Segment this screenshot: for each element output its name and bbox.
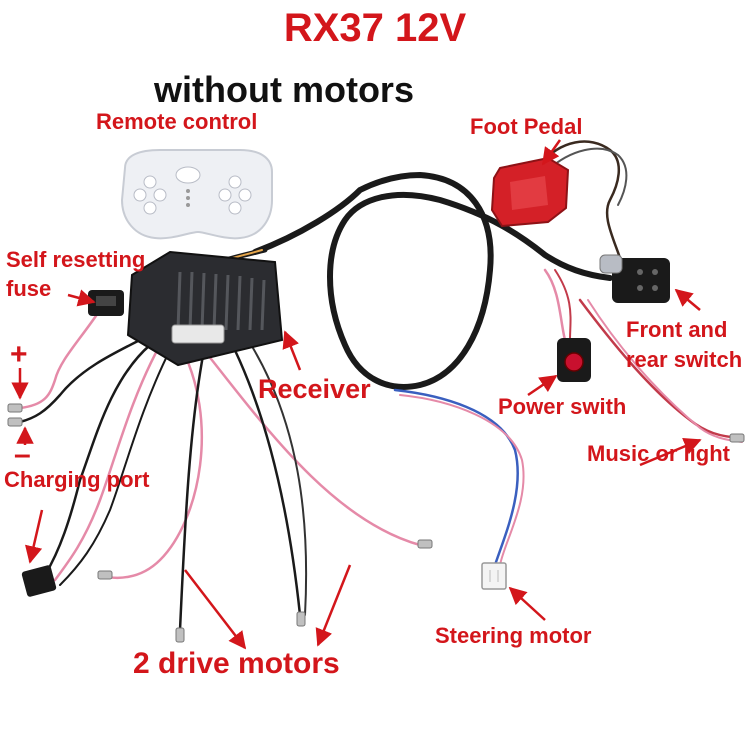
pedal-wire	[538, 140, 622, 260]
label-steering-motor: Steering motor	[435, 623, 592, 648]
label-music-light: Music or light	[587, 441, 730, 466]
foot-pedal-device	[490, 156, 570, 228]
label-front-rear-line2: rear switch	[626, 347, 743, 372]
arrow-power-switch	[527, 374, 558, 397]
label-fuse-line2: fuse	[6, 276, 52, 301]
charging-wire-pink	[53, 343, 162, 582]
steering-wire-pink	[399, 394, 525, 566]
label-receiver: Receiver	[258, 374, 371, 404]
arrow-front-rear-switch	[674, 288, 701, 311]
power-switch-wire	[543, 268, 567, 342]
label-fuse-line1: Self resetting	[6, 247, 146, 272]
arrow-charging-port	[25, 509, 44, 564]
wire-terminals	[7, 403, 745, 643]
label-foot-pedal: Foot Pedal	[470, 114, 583, 139]
fuse-wire-pink	[18, 308, 102, 410]
fuse-device	[88, 290, 124, 316]
front-rear-switch-device	[599, 254, 670, 303]
label-front-rear-line1: Front and	[626, 317, 728, 342]
long-pink-wire-2	[198, 343, 422, 547]
drive-motor-wire-3	[244, 334, 308, 616]
arrow-steering	[508, 586, 546, 621]
label-drive-motors: 2 drive motors	[133, 647, 340, 680]
drive-motor-wire-1	[178, 343, 207, 632]
arrow-fuse	[67, 289, 96, 307]
arrow-drive-motor-1	[184, 569, 247, 650]
arrow-music-light	[639, 437, 702, 467]
wires	[18, 140, 744, 632]
pedal-wire-2	[547, 147, 628, 206]
diagram-title: RX37 12V	[283, 6, 467, 50]
remote-control-device	[120, 149, 273, 240]
arrow-receiver	[282, 330, 302, 371]
fuse-wire-black	[18, 338, 142, 424]
diagram-subtitle: without motors	[154, 69, 414, 110]
music-light-wire	[578, 298, 744, 440]
charging-wire-black-2	[59, 349, 171, 586]
arrow-drive-motor-2	[315, 564, 352, 647]
drive-motor-wire-2	[228, 338, 302, 617]
arrow-foot-pedal	[541, 139, 562, 166]
charging-port-device	[21, 565, 57, 597]
steering-connector-device	[481, 562, 507, 590]
label-remote-control: Remote control	[96, 109, 258, 134]
music-light-wire-2	[587, 299, 743, 443]
label-minus: –	[14, 438, 31, 471]
main-harness-loop	[252, 171, 613, 390]
power-switch-device	[557, 338, 591, 382]
pointer-arrows	[11, 139, 702, 650]
receiver-device	[126, 250, 284, 367]
power-switch-wire-2	[554, 269, 572, 341]
steering-wire-blue	[393, 388, 519, 567]
label-plus: +	[10, 338, 28, 371]
label-power-switch: Power swith	[498, 394, 627, 419]
label-charging-port: Charging port	[4, 467, 150, 492]
long-pink-wire	[98, 343, 204, 580]
charging-wire-black	[43, 343, 152, 577]
